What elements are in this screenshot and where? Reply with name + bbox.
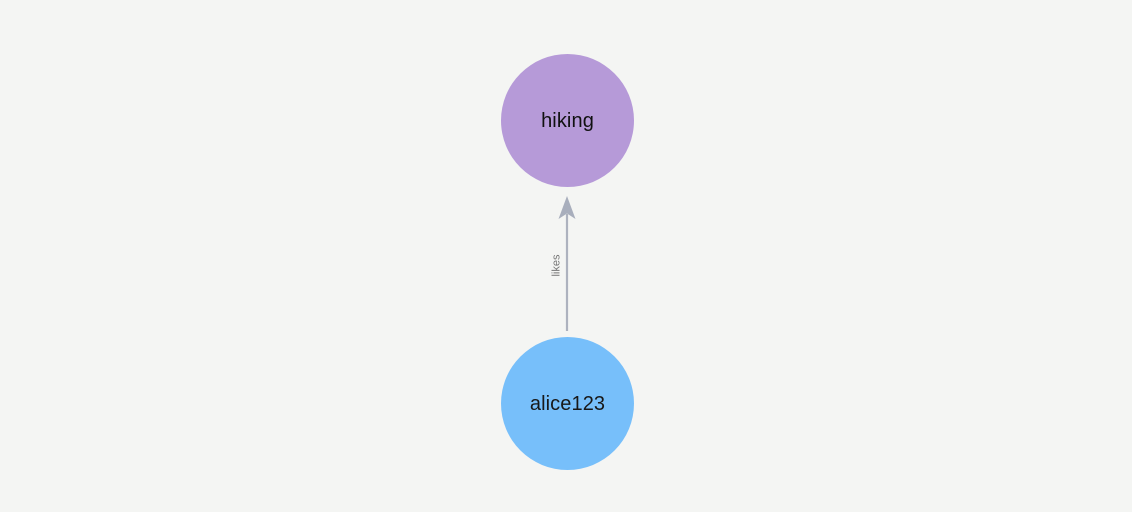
- edge-arrowhead-icon: [558, 196, 576, 219]
- graph-node-hiking[interactable]: hiking: [501, 54, 634, 187]
- node-label-alice123: alice123: [529, 392, 606, 415]
- node-label-hiking: hiking: [541, 109, 594, 132]
- edge-alice123-likes-hiking[interactable]: [558, 196, 576, 331]
- graph-node-alice123[interactable]: alice123: [501, 337, 634, 470]
- edge-label-likes: likes: [550, 254, 563, 277]
